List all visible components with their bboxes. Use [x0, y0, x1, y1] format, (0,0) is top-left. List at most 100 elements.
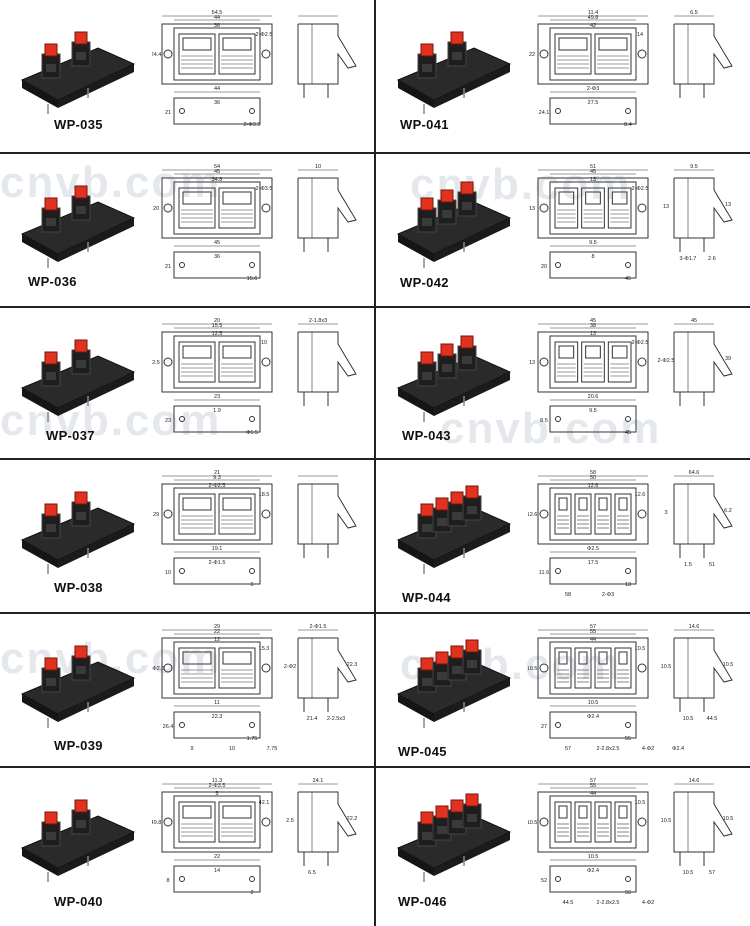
dimension-label: 2.5 — [152, 360, 160, 366]
product-code-label: WP-044 — [402, 590, 451, 605]
product-photo — [396, 335, 512, 422]
dimension-label: 11 — [214, 700, 220, 706]
dimension-label: 23 — [165, 418, 171, 424]
product-photo — [396, 181, 512, 268]
dimension-label: 29 — [153, 512, 159, 518]
dimension-label: 1.9 — [213, 408, 221, 414]
dimension-label: 2-Φ2.5 — [209, 483, 226, 489]
dimension-label: 2-Φ3 — [587, 86, 599, 92]
dimension-label: 10 — [315, 164, 321, 170]
dimension-label: 42.1 — [259, 800, 270, 806]
dimension-label: 2-Φ2.5 — [256, 32, 273, 38]
dimension-label: 8.4 — [624, 122, 632, 128]
dimension-label: 20 — [214, 318, 220, 324]
dimension-label: 9.3 — [213, 475, 221, 481]
dimension-label: 2-Φ2.5 — [658, 358, 675, 364]
dimension-label: 44 — [590, 637, 596, 643]
dimension-label: 22.2 — [347, 816, 358, 822]
product-code-label: WP-040 — [54, 894, 103, 909]
dimension-label: 17.5 — [588, 560, 599, 566]
dimension-label: 57 — [565, 746, 571, 752]
dimension-label: 10.5 — [635, 800, 646, 806]
dimension-label: 11.4 — [588, 10, 598, 16]
dimension-label: 10 — [229, 746, 235, 752]
dimension-label: 22.3 — [347, 662, 358, 668]
dimension-label: 49.8 — [588, 15, 599, 21]
dimension-label: 13 — [590, 331, 596, 337]
dimension-label: 22 — [529, 52, 535, 58]
dimension-label: 10.5 — [528, 820, 537, 826]
dimension-label: 45 — [214, 240, 220, 246]
product-photo — [396, 639, 512, 728]
dimension-label: 58 — [565, 592, 571, 598]
dimension-label: 15.5 — [212, 323, 223, 329]
dimension-label: Φ1.5 — [246, 430, 258, 436]
dimension-label: 10.5 — [661, 818, 672, 824]
dimension-label: 24.4 — [152, 52, 161, 58]
row-divider — [0, 458, 750, 460]
dimension-label: 9.5 — [690, 164, 698, 170]
dimension-label: 6 — [250, 582, 253, 588]
dimension-label: 2-Φ3.5 — [256, 186, 273, 192]
dimension-label: 22.3 — [212, 714, 223, 720]
dimension-label: 49.8 — [152, 820, 161, 826]
dimension-label: 13 — [725, 202, 731, 208]
dimension-label: 2-Φ1.5 — [310, 624, 327, 630]
product-code-label: WP-046 — [398, 894, 447, 909]
dimension-label: 8 — [166, 878, 169, 884]
product-photo — [396, 485, 512, 574]
dimension-label: Φ2.4 — [672, 746, 684, 752]
dimension-label: 57 — [590, 778, 596, 784]
dimension-label: 57 — [590, 624, 596, 630]
dimension-label: 44 — [214, 15, 220, 21]
dimension-label: 2-Φ3 — [602, 592, 614, 598]
dimension-label: 38 — [590, 323, 596, 329]
product-photo — [20, 645, 136, 728]
dimension-label: 12.6 — [528, 512, 537, 518]
dimension-label: 14 — [214, 868, 220, 874]
row-divider — [0, 766, 750, 768]
dimension-label: 6.5 — [690, 10, 698, 16]
dimension-label: 2 — [250, 890, 253, 896]
dimension-label: 8.5 — [540, 418, 548, 424]
product-code-label: WP-039 — [54, 738, 103, 753]
dimension-label: 11.3 — [212, 778, 222, 784]
dimension-label: 1.75 — [247, 736, 258, 742]
dimension-label: 24.1 — [313, 778, 324, 784]
dimension-label: 14.6 — [689, 624, 700, 630]
dimension-label: 39 — [725, 356, 731, 362]
product-photo — [20, 491, 136, 574]
dimension-label: 13 — [529, 360, 535, 366]
dimension-label: 44.5 — [707, 716, 718, 722]
product-code-label: WP-045 — [398, 744, 447, 759]
dimension-label: 12.6 — [588, 483, 599, 489]
dimension-label: Φ2.4 — [587, 714, 599, 720]
dimension-label: 22 — [214, 629, 220, 635]
product-code-label: WP-036 — [28, 274, 77, 289]
dimension-label: 55 — [625, 736, 631, 742]
dimension-label: 15.6 — [247, 276, 258, 282]
dimension-label: 64.6 — [689, 470, 700, 476]
dimension-label: 10.5 — [661, 664, 672, 670]
dimension-label: 44 — [214, 86, 220, 92]
dimension-label: 21 — [165, 264, 171, 270]
row-divider — [0, 612, 750, 614]
product-photo — [396, 31, 512, 114]
dimension-label: 45 — [590, 318, 596, 324]
dimension-label: 19.1 — [212, 546, 223, 552]
dimension-label: 4-Φ2 — [642, 900, 654, 906]
dimension-label: 6.5 — [308, 870, 316, 876]
dimension-label: 11.6 — [539, 570, 549, 576]
dimension-label: 14.6 — [689, 778, 700, 784]
dimension-label: 50 — [590, 475, 596, 481]
dimension-label: Φ2.4 — [587, 868, 599, 874]
dimension-label: 57 — [709, 870, 715, 876]
